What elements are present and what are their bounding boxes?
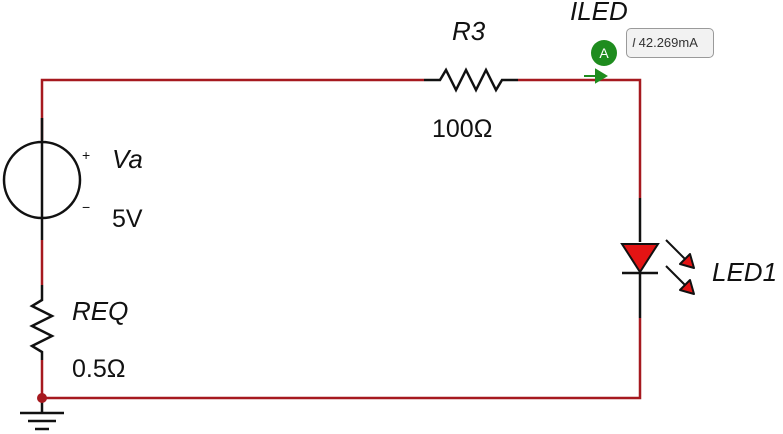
- source-value-label: 5V: [112, 205, 143, 233]
- resistor-r3[interactable]: [424, 67, 518, 93]
- req-name-label: REQ: [72, 296, 129, 326]
- ammeter-probe-badge[interactable]: A: [591, 40, 617, 66]
- probe-name-label: ILED: [570, 0, 628, 26]
- resistor-req[interactable]: [29, 285, 55, 360]
- req-value-label: 0.5Ω: [72, 355, 126, 383]
- ground-node: [37, 393, 47, 403]
- led-emission-arrows-icon: [665, 239, 695, 295]
- led-name-label: LED1: [712, 257, 778, 287]
- voltage-source-va[interactable]: [2, 118, 82, 240]
- r3-name-label: R3: [452, 16, 486, 46]
- wires: [40, 78, 642, 400]
- wire-bottom: [40, 318, 642, 400]
- probe-arrow-icon: [584, 68, 608, 84]
- probe-cursor-glyph: I: [632, 35, 636, 50]
- source-name-label: Va: [112, 144, 143, 174]
- probe-reading-value: 42.269mA: [638, 35, 698, 50]
- ground-symbol-icon: [20, 398, 64, 431]
- led-triangle: [620, 243, 660, 274]
- source-plus-sign: +: [82, 147, 90, 163]
- wire-top-left: [40, 78, 424, 140]
- source-minus-sign: −: [82, 199, 90, 215]
- led-diode[interactable]: [620, 198, 660, 318]
- r3-value-label: 100Ω: [432, 115, 493, 143]
- wire-top-right: [518, 78, 642, 198]
